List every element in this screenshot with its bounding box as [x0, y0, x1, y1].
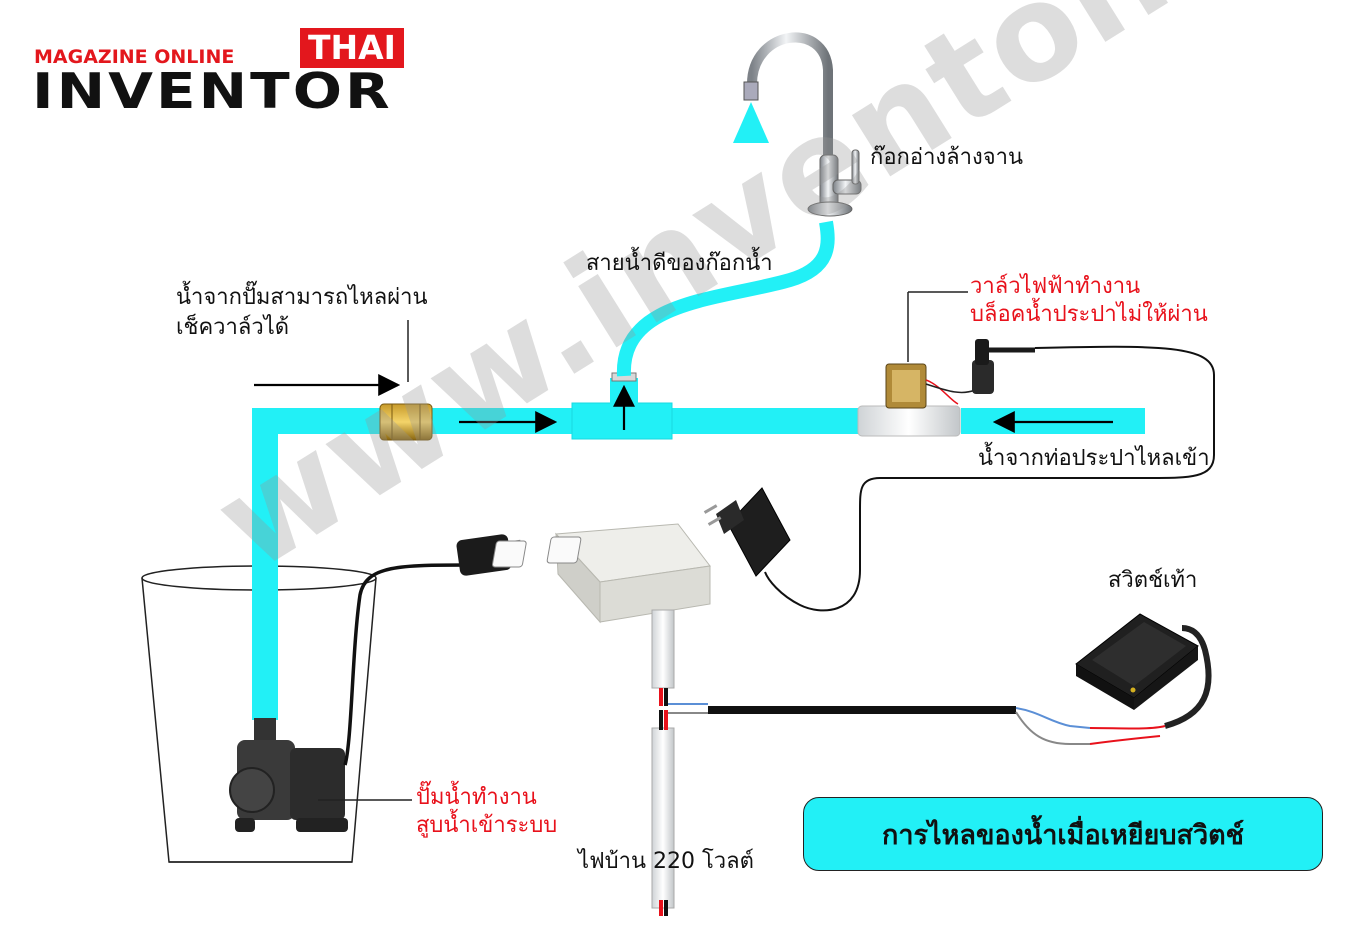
- water-pipe: [252, 372, 1145, 720]
- conduit-pipe-upper: [651, 609, 675, 689]
- faucet-label: ก๊อกอ่างล้างจาน: [870, 145, 1024, 170]
- power-socket-icon: [491, 523, 711, 624]
- conduit-pipe-lower: [651, 727, 675, 909]
- check-valve-label-line2: เช็ควาล์วได้: [176, 315, 290, 340]
- faucet-hose-label: สายน้ำดีของก๊อกน้ำ: [586, 251, 773, 276]
- house-power-label: ไฟบ้าน 220 โวลต์: [578, 849, 754, 874]
- logo-badge: THAI: [300, 28, 404, 68]
- pump-label-line1: ปั๊มน้ำทำงาน: [416, 785, 537, 810]
- flow-arrows: [254, 374, 1113, 433]
- foot-switch-cable: [668, 625, 1212, 745]
- pump-label-line2: สูบน้ำเข้าระบบ: [416, 813, 558, 838]
- check-valve-icon: [379, 403, 433, 441]
- foot-switch-label: สวิตช์เท้า: [1108, 568, 1198, 593]
- solenoid-valve-icon: [857, 339, 1035, 437]
- logo-main-text: INVENTOR: [32, 62, 393, 120]
- foot-switch-icon: [1075, 613, 1199, 710]
- ac-adapter-icon: [703, 487, 791, 577]
- solenoid-label-line1: วาล์วไฟฟ้าทำงาน: [970, 274, 1141, 299]
- leader-lines: [318, 291, 968, 801]
- mains-inlet-label: น้ำจากท่อประปาไหลเข้า: [978, 446, 1210, 471]
- check-valve-label-line1: น้ำจากปั๊มสามารถไหลผ่าน: [176, 285, 428, 310]
- solenoid-label-line2: บล็อคน้ำประปาไม่ให้ผ่าน: [970, 302, 1208, 327]
- water-pump-icon: [229, 718, 348, 832]
- faucet-icon: [733, 32, 862, 217]
- logo-top-text: MAGAZINE ONLINE: [34, 46, 235, 68]
- faucet-hose: [616, 220, 835, 377]
- title-banner: การไหลของน้ำเมื่อเหยียบสวิตช์: [803, 797, 1323, 871]
- adapter-cable: [764, 345, 1215, 612]
